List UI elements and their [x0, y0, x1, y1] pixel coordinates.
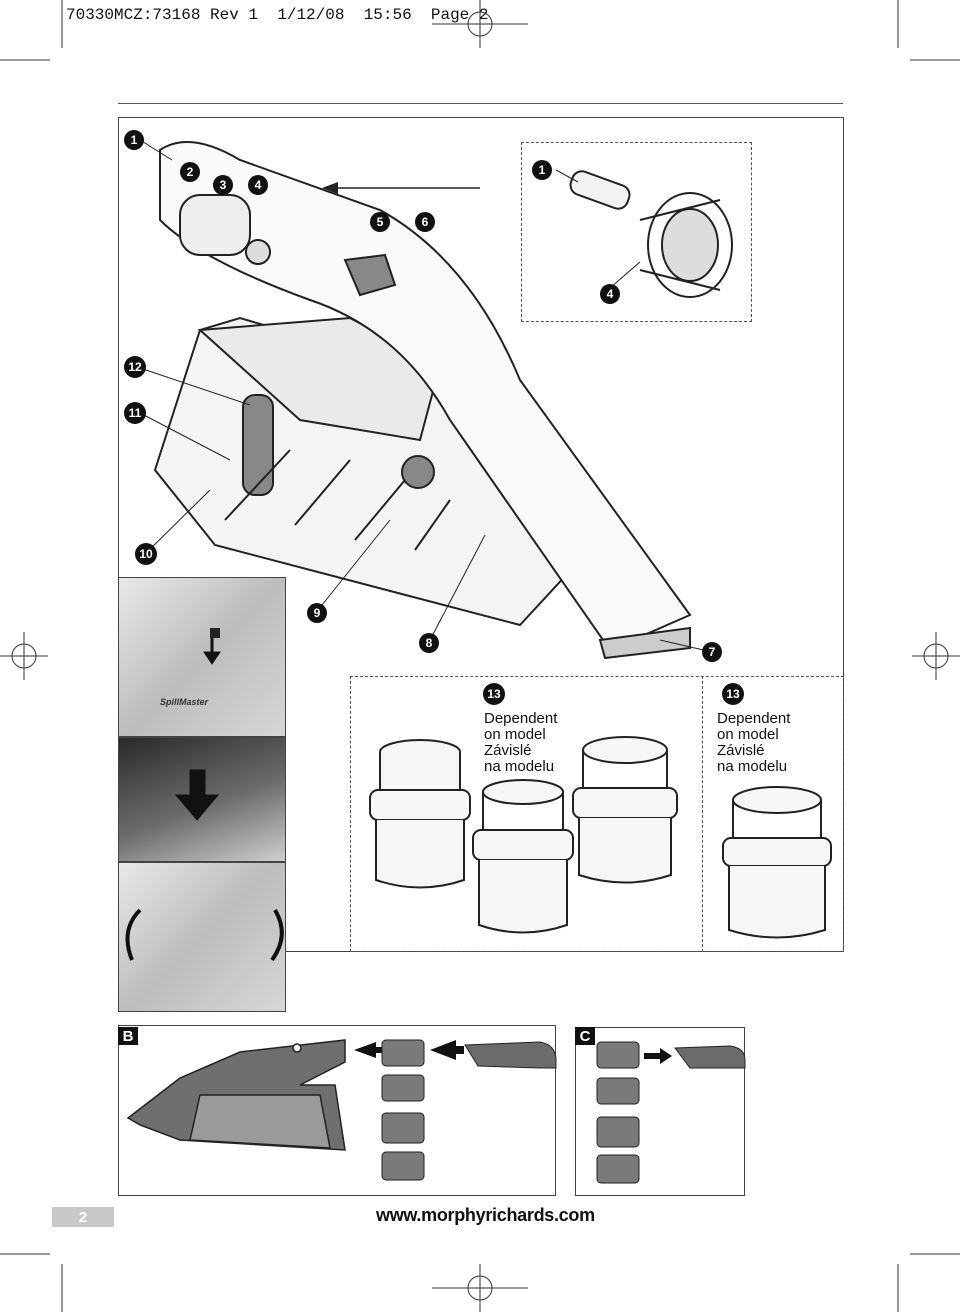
- dependent-left-line2: on model: [484, 726, 546, 743]
- callout-11: 11: [124, 402, 146, 424]
- callout-5: 5: [370, 212, 390, 232]
- header-code: 70330MCZ:73168 Rev 1: [66, 6, 259, 24]
- dependent-right-line4: na modelu: [717, 758, 788, 775]
- dependent-note-right: Dependent on model Závislé na modelu: [717, 711, 790, 775]
- website-url[interactable]: www.morphyrichards.com: [376, 1205, 595, 1225]
- callout-13-left: 13: [483, 683, 505, 705]
- header-time: 15:56: [363, 6, 412, 24]
- vacuum-base-illustration: [139, 139, 713, 660]
- top-rule: [118, 103, 843, 104]
- callout-1: 1: [124, 130, 144, 150]
- print-header: 70330MCZ:73168 Rev 1 1/12/08 15:56 Page …: [66, 6, 488, 24]
- filter-inset-box: [521, 142, 752, 322]
- section-a-arrows: [125, 628, 284, 962]
- callout-7: 7: [702, 642, 722, 662]
- adaptor-panel-divider: [702, 676, 703, 952]
- section-b-illustration: [126, 1039, 557, 1181]
- callout-12: 12: [124, 356, 146, 378]
- section-b-label: B: [118, 1027, 138, 1045]
- dependent-right-line1: Dependent: [717, 710, 791, 727]
- callout-4: 4: [248, 175, 268, 195]
- page-number: 2: [78, 1208, 88, 1226]
- callout-10: 10: [135, 543, 157, 565]
- section-c-frame: [575, 1027, 745, 1196]
- page-number-box: 2: [52, 1207, 114, 1227]
- dependent-left-line4: na modelu: [484, 758, 555, 775]
- callout-6: 6: [415, 212, 435, 232]
- header-page: Page 2: [430, 6, 489, 24]
- header-date: 1/12/08: [277, 6, 345, 24]
- dependent-right-line2: on model: [717, 726, 779, 743]
- photo-a3-rotate-filter: [118, 862, 286, 1012]
- photo-brand-label: SpillMaster: [160, 697, 209, 707]
- filter-cage-illustration: [555, 169, 733, 298]
- dependent-left-line3: Závislé: [484, 742, 532, 759]
- photo-a1-detach-handheld: [118, 577, 286, 737]
- dependent-note-left: Dependent on model Závislé na modelu: [484, 711, 557, 775]
- callout-9: 9: [307, 603, 327, 623]
- section-c-illustration: [596, 1041, 746, 1184]
- section-c-label: C: [575, 1027, 595, 1045]
- callout-3: 3: [213, 175, 233, 195]
- dependent-right-line3: Závislé: [717, 742, 765, 759]
- callout-8: 8: [419, 633, 439, 653]
- callout-2: 2: [180, 162, 200, 182]
- inset-callout-1: 1: [532, 160, 552, 180]
- dependent-left-line1: Dependent: [484, 710, 558, 727]
- adaptor-panel: [350, 676, 844, 952]
- inset-callout-4: 4: [600, 284, 620, 304]
- adaptor-illustrations: [369, 736, 832, 939]
- section-b-frame: [118, 1025, 556, 1196]
- callout-13-right: 13: [722, 683, 744, 705]
